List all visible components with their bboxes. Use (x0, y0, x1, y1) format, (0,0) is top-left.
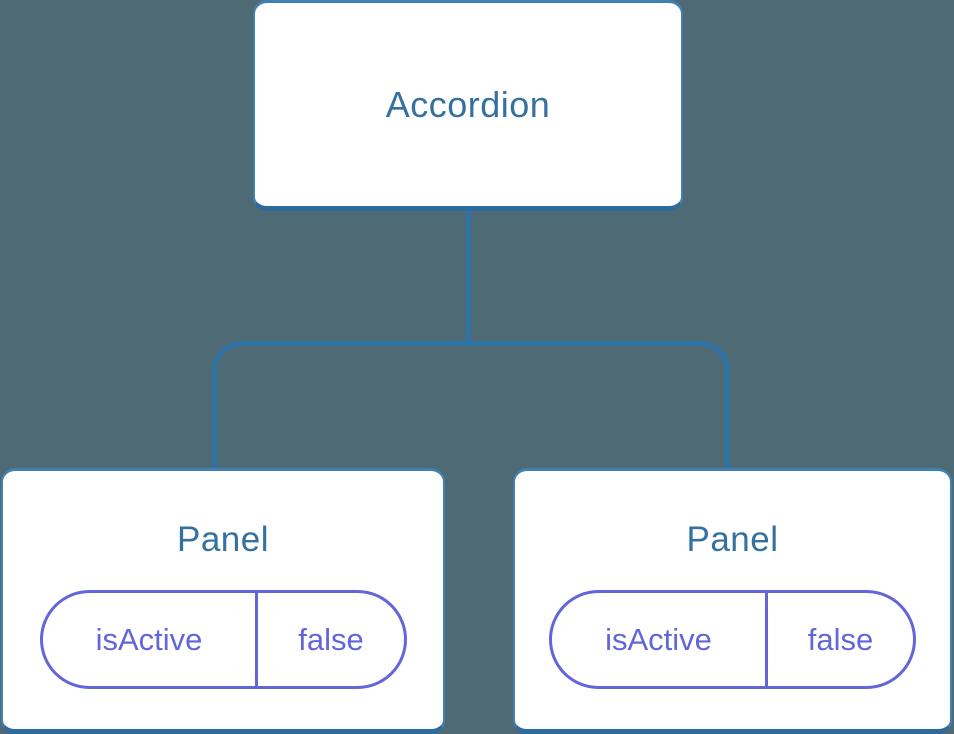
state-value: false (807, 622, 874, 657)
state-name: isActive (43, 593, 259, 686)
tree-trunk-line (466, 211, 471, 343)
state-badge: isActive false (39, 590, 407, 689)
component-node-panel-1: Panel isActive false (1, 468, 445, 734)
state-badge: isActive false (549, 590, 916, 689)
component-label: Panel (176, 520, 270, 559)
state-value: false (298, 622, 364, 657)
component-node-accordion: Accordion (253, 0, 683, 211)
state-name: isActive (552, 593, 768, 686)
component-node-panel-2: Panel isActive false (513, 468, 952, 734)
component-label: Accordion (385, 83, 551, 125)
tree-branch-connector (212, 341, 730, 468)
component-label: Panel (686, 520, 779, 559)
